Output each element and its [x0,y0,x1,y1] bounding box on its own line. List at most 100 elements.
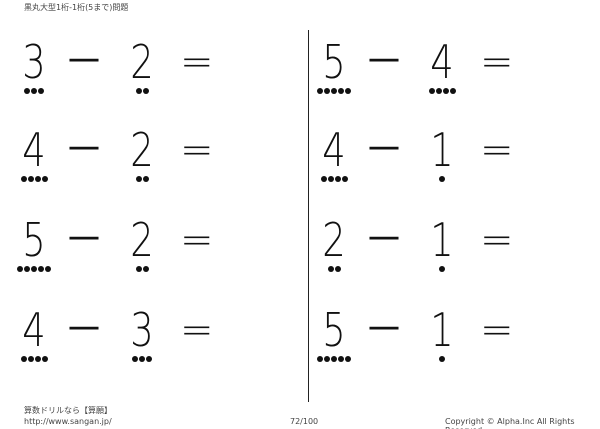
counting-dots [14,266,54,272]
dot [338,88,344,94]
dot [338,356,344,362]
minus-sign: － [364,39,404,85]
dot [345,356,351,362]
equals-sign: = [180,217,214,263]
equals-sign: = [180,307,214,353]
dot [17,266,23,272]
dot [439,266,445,272]
dot [24,266,30,272]
subtraction-problem: 4 － 3 = [12,306,272,366]
counting-dots [314,356,354,362]
copyright: Copyright © Alpha.Inc All Rights Reserve… [445,417,575,429]
minuend: 5 [322,303,346,357]
minus-sign: － [64,217,104,263]
dot [142,176,149,182]
subtrahend: 3 [130,303,154,357]
minus-sign: － [364,127,404,173]
dot [345,88,351,94]
dot [34,176,41,182]
dot [320,176,327,182]
subtrahend: 1 [430,303,454,357]
minuend: 2 [322,213,346,267]
dot [20,176,27,182]
subtraction-problem: 4－2= [12,126,272,186]
dot [142,88,149,94]
dot [327,176,334,182]
dot [439,356,445,362]
dot [324,88,330,94]
minus-sign: － [364,307,404,353]
equals-sign: = [180,127,214,173]
dot [324,356,330,362]
counting-dots [122,88,162,94]
subtrahend: 4 [430,35,454,89]
dot [24,88,30,94]
dot [435,88,442,94]
dot [34,356,41,362]
dot [31,266,37,272]
dot [31,88,37,94]
counting-dots [422,356,462,362]
counting-dots [14,356,54,362]
footer-brand: 算数ドリルなら【算願】 [24,406,112,415]
column-divider [308,30,309,402]
page-number: 72/100 [290,417,319,426]
minuend: 3 [22,35,46,89]
dot [327,266,334,272]
minuend: 5 [22,213,46,267]
equals-sign: = [480,217,514,263]
dot [334,176,341,182]
dot [317,356,323,362]
dot [442,88,449,94]
dot [146,356,152,362]
footer-url[interactable]: http://www.sangan.jp/ [24,417,112,426]
dot [41,176,48,182]
dot [139,356,145,362]
minus-sign: － [64,307,104,353]
counting-dots [422,266,462,272]
dot [135,266,142,272]
equals-sign: = [480,307,514,353]
subtrahend: 2 [130,213,154,267]
dot [135,88,142,94]
minus-sign: － [64,127,104,173]
counting-dots [422,176,462,182]
equals-sign: = [180,39,214,85]
dot [449,88,456,94]
dot [20,356,27,362]
dot [38,266,44,272]
dot [317,88,323,94]
subtrahend: 1 [430,123,454,177]
subtraction-problem: 3 － 2 = [12,38,272,98]
dot [38,88,44,94]
minuend: 4 [22,303,46,357]
subtrahend: 2 [130,123,154,177]
dot [331,356,337,362]
subtraction-problem: 4－1= [312,126,572,186]
dot [439,176,445,182]
counting-dots [14,176,54,182]
subtrahend: 2 [130,35,154,89]
dot [45,266,51,272]
dot [331,88,337,94]
dot [41,356,48,362]
counting-dots [122,266,162,272]
counting-dots [122,356,162,362]
subtraction-problem: 5 － 1 = [312,306,572,366]
dot [27,356,34,362]
dot [341,176,348,182]
counting-dots [14,88,54,94]
equals-sign: = [480,127,514,173]
subtraction-problem: 5－4= [312,38,572,98]
subtraction-problem: 2－1= [312,216,572,276]
dot [135,176,142,182]
subtraction-problem: 5 － 2 = [12,216,272,276]
minus-sign: － [64,39,104,85]
dot [132,356,138,362]
minus-sign: － [364,217,404,263]
worksheet-title: 黒丸大型1桁-1桁(5まで)問題 [24,3,129,12]
dot [27,176,34,182]
dot [142,266,149,272]
equals-sign: = [480,39,514,85]
